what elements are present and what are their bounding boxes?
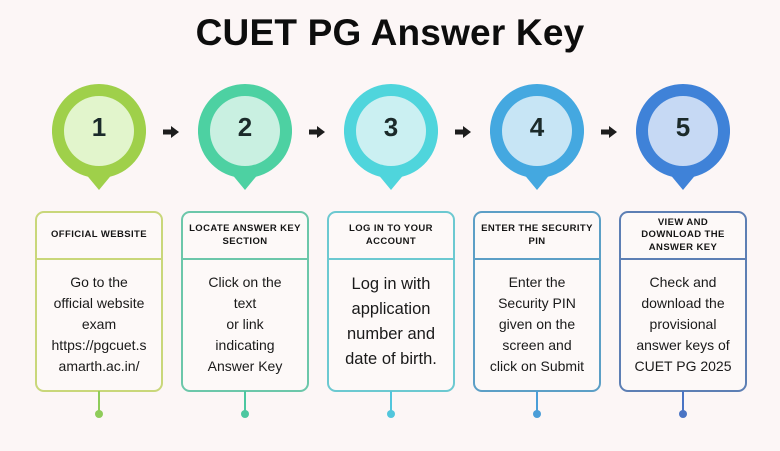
right-arrow-icon (454, 125, 472, 139)
connector-line (98, 391, 100, 412)
map-pin-icon (490, 84, 584, 190)
right-arrow-icon (600, 125, 618, 139)
step-heading: LOCATE ANSWER KEY SECTION (183, 213, 307, 260)
step-number-badge: 4 (490, 84, 584, 194)
step-heading: VIEW AND DOWNLOAD THE ANSWER KEY (621, 213, 745, 260)
step-description: Go to the official website exam https://… (51, 274, 147, 374)
map-pin-icon (198, 84, 292, 190)
connector-dot (387, 410, 395, 418)
step-description: Check and download the provisional answe… (634, 274, 732, 374)
step-heading: OFFICIAL WEBSITE (37, 213, 161, 260)
step-heading: LOG IN TO YOUR ACCOUNT (329, 213, 453, 260)
step-number: 4 (529, 112, 545, 142)
step-description: Log in with application number and date … (345, 275, 437, 368)
connector-line (390, 391, 392, 412)
connector-line (536, 391, 538, 412)
right-arrow-icon (162, 125, 180, 139)
step-3: 3 LOG IN TO YOUR ACCOUNT Log in with app… (327, 0, 455, 451)
step-heading: ENTER THE SECURITY PIN (475, 213, 599, 260)
connector-dot (95, 410, 103, 418)
map-pin-icon (636, 84, 730, 190)
step-number-badge: 3 (344, 84, 438, 194)
map-pin-icon (52, 84, 146, 190)
step-number-badge: 5 (636, 84, 730, 194)
step-card: VIEW AND DOWNLOAD THE ANSWER KEY Check a… (619, 211, 747, 392)
step-number: 5 (675, 112, 691, 142)
step-number: 3 (383, 112, 399, 142)
page-title: CUET PG Answer Key (195, 12, 585, 53)
step-number: 2 (237, 112, 253, 142)
connector-dot (533, 410, 541, 418)
connector-dot (679, 410, 687, 418)
step-number: 1 (91, 112, 107, 142)
step-card: ENTER THE SECURITY PIN Enter the Securit… (473, 211, 601, 392)
connector-dot (241, 410, 249, 418)
step-5: 5 VIEW AND DOWNLOAD THE ANSWER KEY Check… (619, 0, 747, 451)
step-1: 1 OFFICIAL WEBSITE Go to the official we… (35, 0, 163, 451)
step-number-badge: 2 (198, 84, 292, 194)
step-card: LOCATE ANSWER KEY SECTION Click on the t… (181, 211, 309, 392)
step-card: LOG IN TO YOUR ACCOUNT Log in with appli… (327, 211, 455, 392)
map-pin-icon (344, 84, 438, 190)
right-arrow-icon (308, 125, 326, 139)
connector-line (682, 391, 684, 412)
step-description: Enter the Security PIN given on the scre… (489, 274, 585, 374)
step-2: 2 LOCATE ANSWER KEY SECTION Click on the… (181, 0, 309, 451)
step-card: OFFICIAL WEBSITE Go to the official webs… (35, 211, 163, 392)
step-4: 4 ENTER THE SECURITY PIN Enter the Secur… (473, 0, 601, 451)
step-description: Click on the text or link indicating Ans… (207, 274, 283, 374)
step-number-badge: 1 (52, 84, 146, 194)
connector-line (244, 391, 246, 412)
